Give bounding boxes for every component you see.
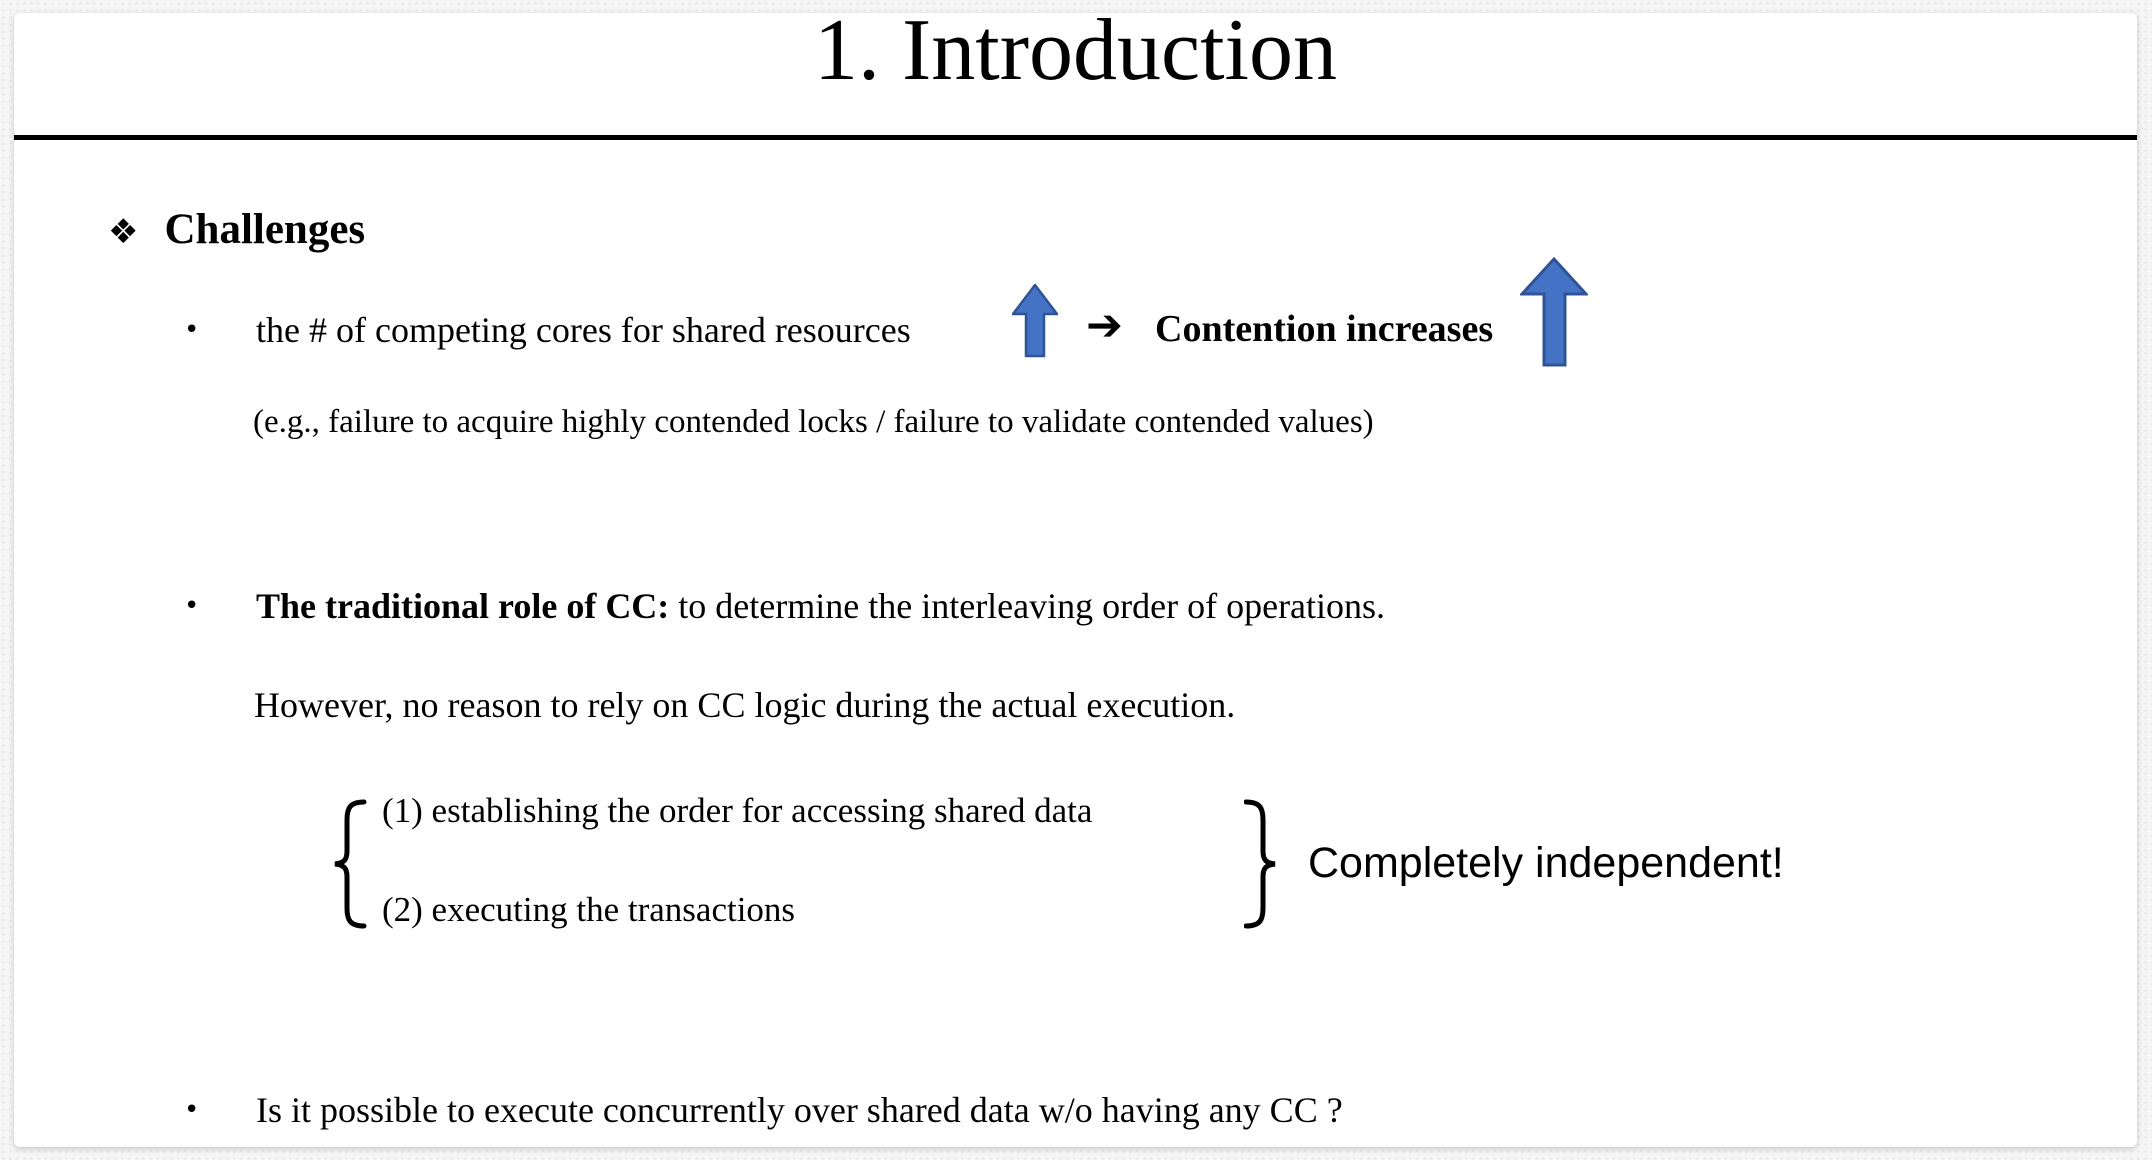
- bullet2-line2: However, no reason to rely on CC logic d…: [254, 685, 1236, 725]
- bullet2-text: The traditional role of CC: to determine…: [256, 585, 1385, 628]
- brace-item-2: (2) executing the transactions: [382, 890, 796, 929]
- slide: 1. Introduction ❖ Challenges • the # of …: [14, 7, 2137, 1147]
- up-arrow-small-shape: [1012, 284, 1058, 358]
- left-brace-icon: [334, 799, 367, 929]
- up-arrow-icon-large: [1520, 257, 1588, 367]
- bullet-marker: •: [184, 591, 200, 621]
- right-arrow-icon: ➔: [1086, 300, 1123, 351]
- bullet1-text: the # of competing cores for shared reso…: [256, 310, 911, 350]
- up-arrow-icon-small: [1012, 284, 1058, 358]
- slide-title: 1. Introduction: [813, 2, 1337, 99]
- bullet1-emphasis: Contention increases: [1155, 308, 1494, 350]
- right-brace-path: [1244, 799, 1276, 929]
- bullet3-text: Is it possible to execute concurrently o…: [256, 1090, 1343, 1130]
- title-divider-line: [14, 135, 2137, 140]
- up-arrow-large-shape: [1520, 257, 1588, 367]
- left-brace-path: [334, 799, 367, 929]
- bullet-marker: •: [184, 1095, 200, 1125]
- right-brace-icon: [1244, 799, 1276, 929]
- bullet1-note: (e.g., failure to acquire highly contend…: [253, 404, 1374, 440]
- bullet2-rest: to determine the interleaving order of o…: [669, 586, 1386, 626]
- brace-label: Completely independent!: [1308, 839, 1784, 887]
- bullet-marker: •: [184, 315, 200, 345]
- brace-item-1: (1) establishing the order for accessing…: [382, 791, 1093, 830]
- section-heading: ❖ Challenges: [108, 208, 365, 251]
- section-heading-label: Challenges: [164, 206, 366, 253]
- diamond-bullet-icon: ❖: [108, 212, 139, 252]
- bullet2-bold: The traditional role of CC:: [256, 586, 670, 626]
